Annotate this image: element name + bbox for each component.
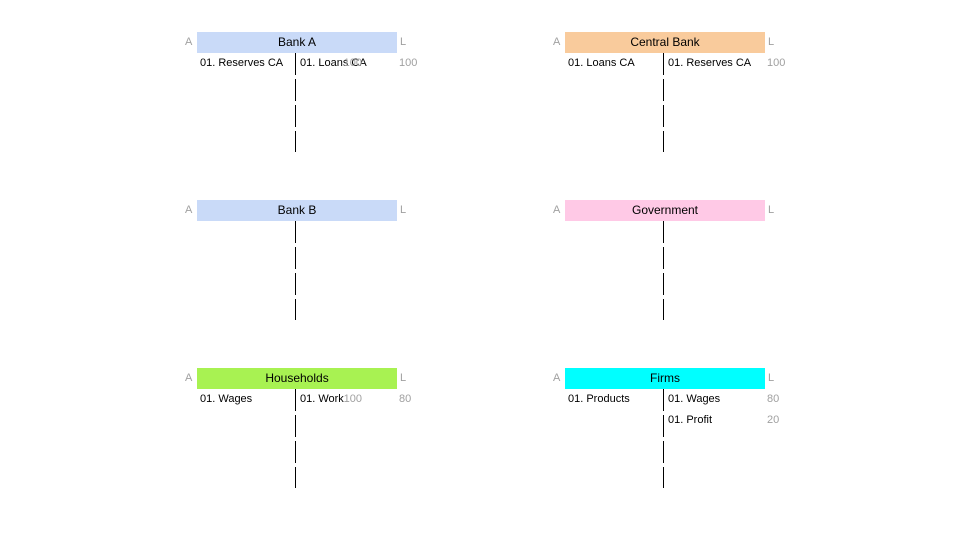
assets-side-label: A <box>185 36 193 48</box>
liability-label: 01. Loans CA <box>300 57 367 69</box>
liability-value: 100 <box>767 57 786 69</box>
t-divider <box>295 273 296 295</box>
liabilities-side-label: L <box>400 36 407 48</box>
liability-value: 80 <box>767 393 780 405</box>
liability-value: 80 <box>399 393 412 405</box>
liabilities-side-label: L <box>400 372 407 384</box>
t-divider <box>295 389 296 411</box>
liability-label: 01. Wages <box>668 393 721 405</box>
liability-label: 01. Profit <box>668 414 713 426</box>
t-divider <box>663 273 664 295</box>
t-account-firms: Firms A L 100 01. Products 01. Wages 80 … <box>344 368 779 488</box>
t-divider <box>663 441 664 463</box>
asset-label: 01. Wages <box>200 393 253 405</box>
t-divider <box>295 131 296 152</box>
liability-value: 20 <box>767 414 780 426</box>
t-divider <box>295 53 296 75</box>
t-account-bank-a: Bank A A L 100 01. Reserves CA 01. Loans… <box>185 32 417 152</box>
t-divider <box>295 79 296 101</box>
t-divider <box>295 299 296 320</box>
account-header: Government <box>565 200 765 221</box>
t-divider <box>663 131 664 152</box>
liabilities-side-label: L <box>400 204 407 216</box>
account-header: Bank B <box>197 200 397 221</box>
liability-value: 100 <box>399 57 418 69</box>
asset-value: 100 <box>343 393 362 405</box>
asset-label: 01. Loans CA <box>568 57 635 69</box>
assets-side-label: A <box>553 204 561 216</box>
assets-side-label: A <box>553 372 561 384</box>
asset-label: 01. Products <box>568 393 630 405</box>
t-divider <box>663 53 664 75</box>
t-account-households: Households A L 80 01. Wages 01. Work 80 <box>185 368 411 488</box>
t-account-government: Government A L <box>553 200 774 320</box>
liability-label: 01. Work <box>300 393 344 405</box>
t-account-central-bank: Central Bank A L 100 01. Loans CA 01. Re… <box>344 32 785 152</box>
t-account-bank-b: Bank B A L <box>185 200 406 320</box>
t-divider <box>663 415 664 437</box>
assets-side-label: A <box>185 204 193 216</box>
t-divider <box>295 467 296 488</box>
assets-side-label: A <box>553 36 561 48</box>
t-divider <box>663 221 664 243</box>
asset-value: 100 <box>343 57 362 69</box>
t-divider <box>295 221 296 243</box>
liability-label: 01. Reserves CA <box>668 57 752 69</box>
t-divider <box>295 105 296 127</box>
assets-side-label: A <box>185 372 193 384</box>
t-divider <box>295 247 296 269</box>
t-divider <box>663 389 664 411</box>
t-divider <box>663 247 664 269</box>
t-divider <box>663 105 664 127</box>
liabilities-side-label: L <box>768 204 775 216</box>
t-divider <box>663 79 664 101</box>
liabilities-side-label: L <box>768 36 775 48</box>
t-divider <box>663 299 664 320</box>
t-divider <box>295 441 296 463</box>
account-header: Central Bank <box>565 32 765 53</box>
account-header: Bank A <box>197 32 397 53</box>
t-divider <box>295 415 296 437</box>
t-divider <box>663 467 664 488</box>
account-header: Households <box>197 368 397 389</box>
asset-label: 01. Reserves CA <box>200 57 284 69</box>
account-header: Firms <box>565 368 765 389</box>
liabilities-side-label: L <box>768 372 775 384</box>
